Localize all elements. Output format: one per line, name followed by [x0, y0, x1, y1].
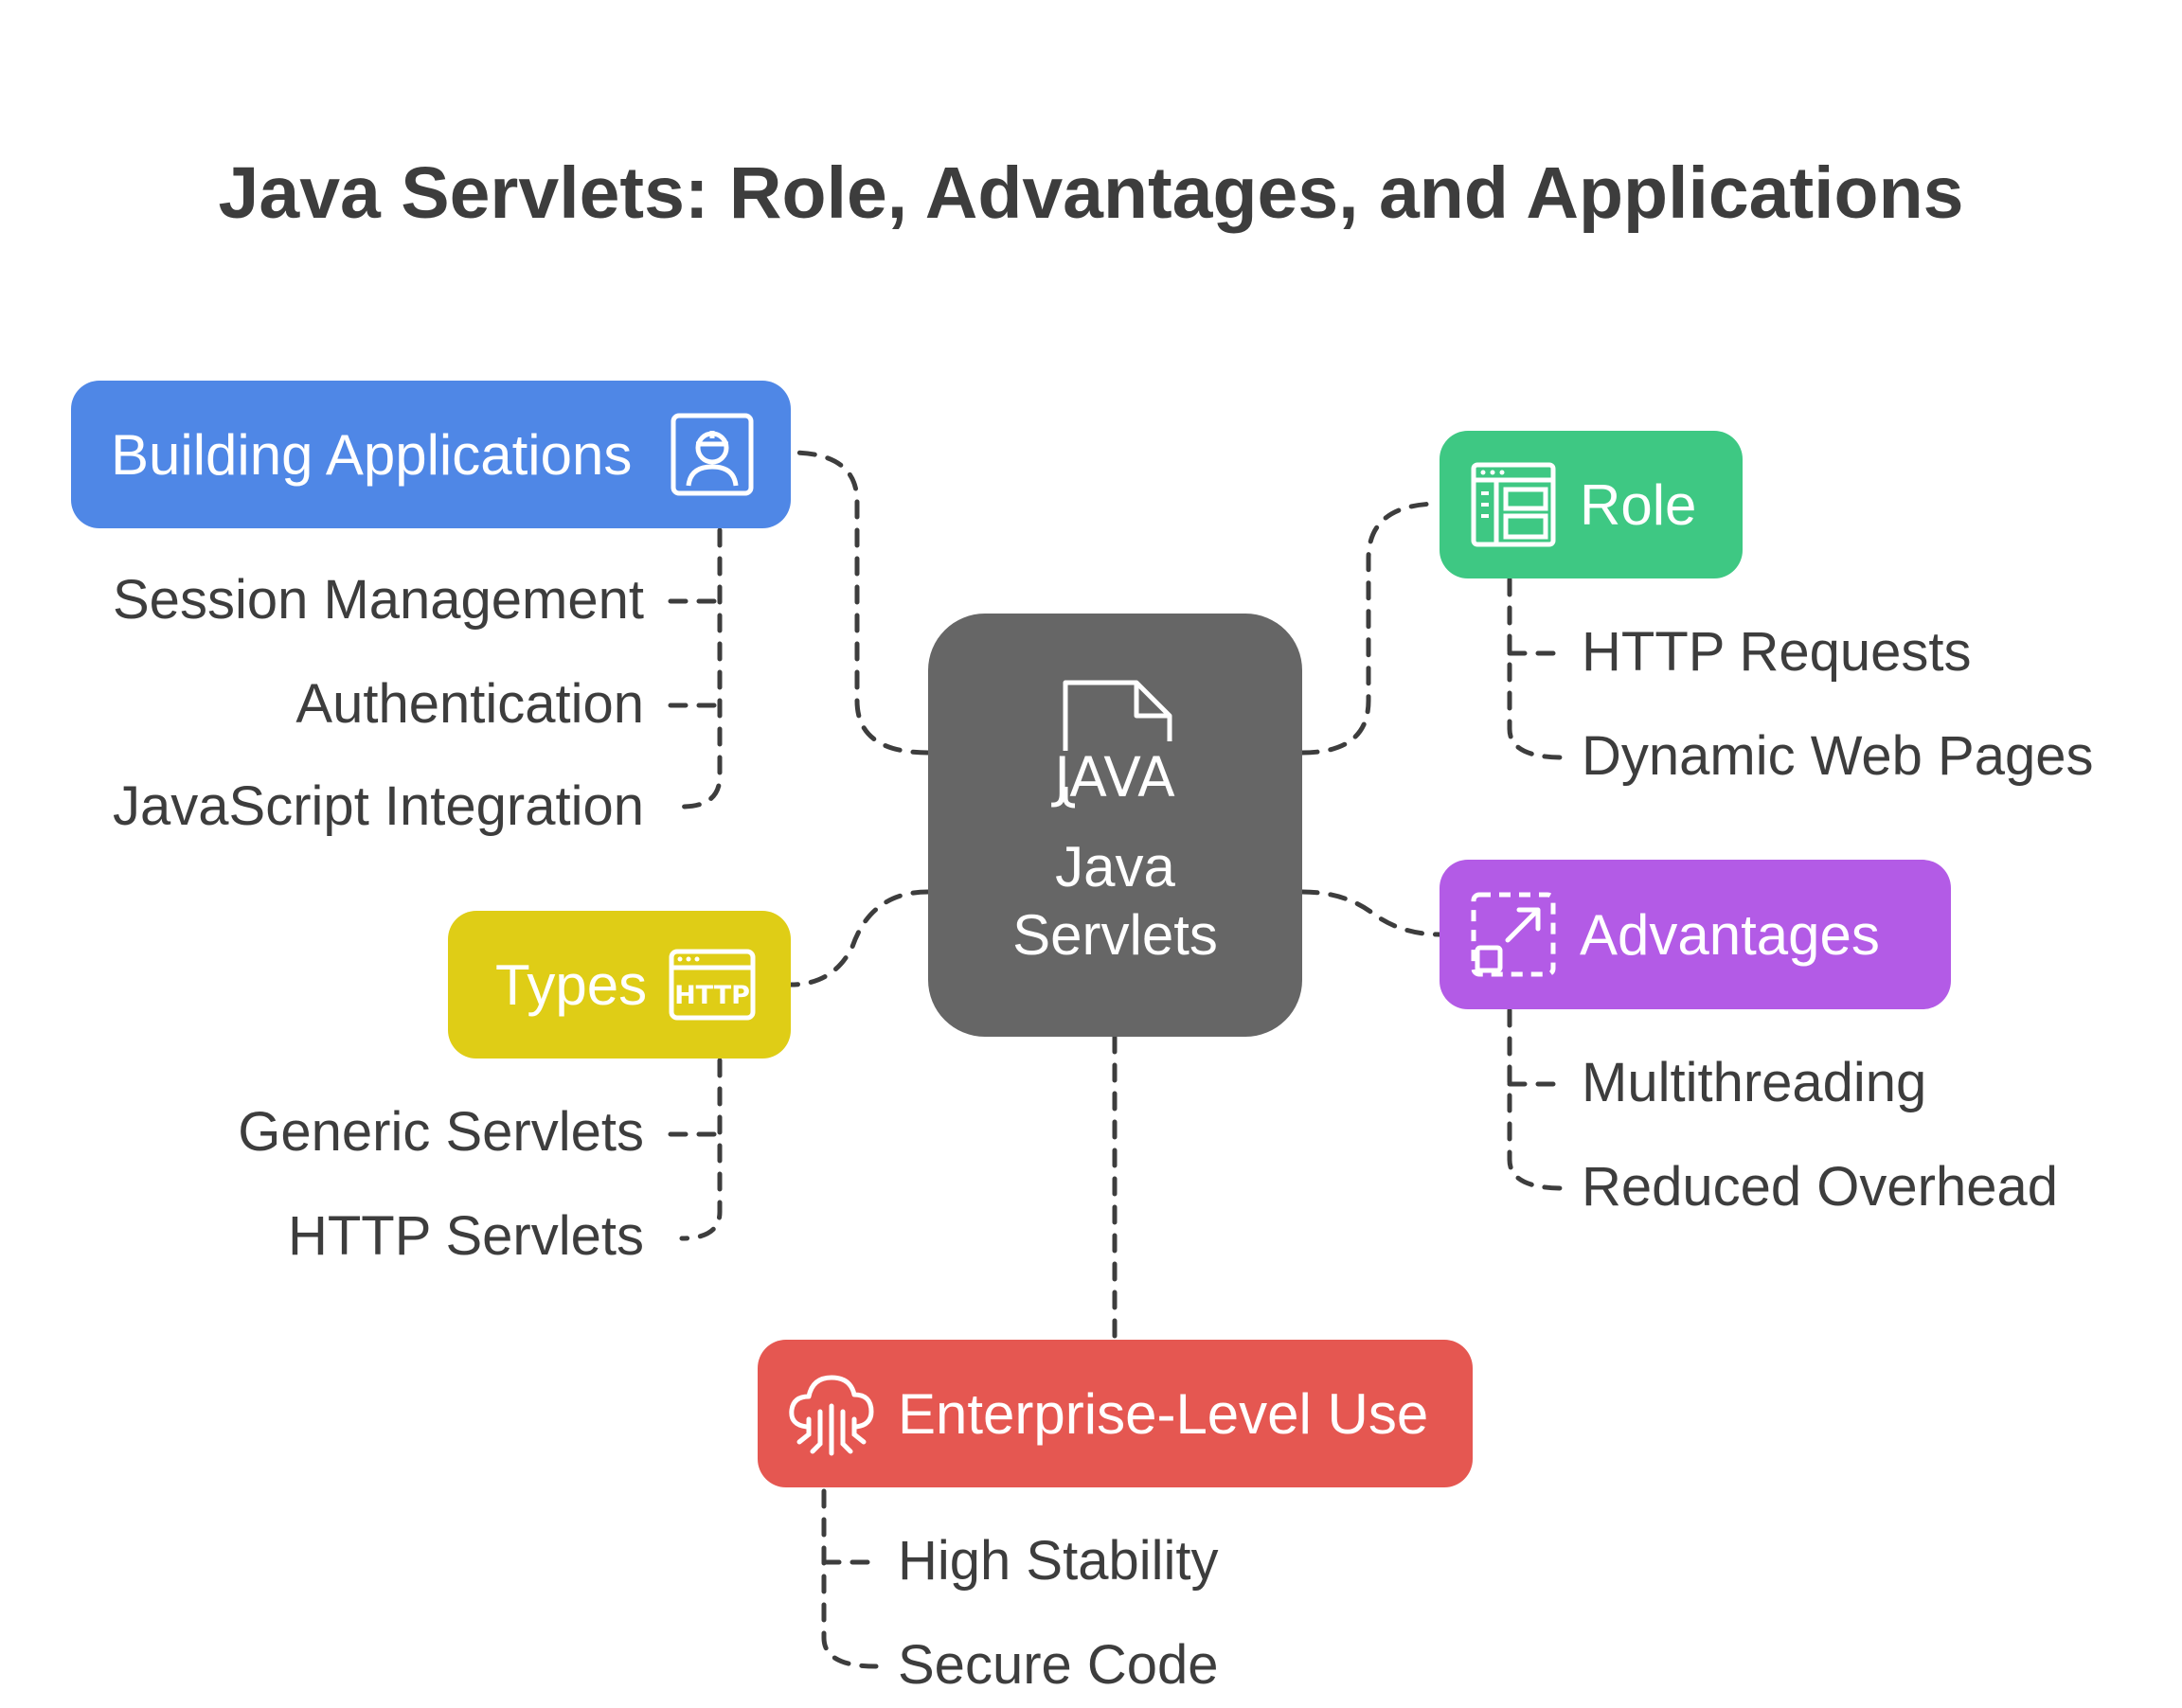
center-label-line1: Java	[1055, 835, 1175, 898]
types-item-generic-servlets: Generic Servlets	[238, 1101, 644, 1163]
connector-building-trunk	[679, 527, 723, 810]
center-node: JAVA Java Servlets	[928, 614, 1302, 1037]
http-icon-text: HTTP	[674, 981, 750, 1010]
role-item-http-requests: HTTP Requests	[1582, 621, 1972, 683]
connector-role-trunk	[1507, 577, 1565, 760]
connector-types-trunk	[679, 1058, 723, 1241]
node-advantages[interactable]: Advantages	[1440, 860, 1951, 1009]
java-icon-text: JAVA	[1051, 745, 1175, 810]
advantages-item-multithreading: Multithreading	[1582, 1052, 1927, 1113]
node-enterprise-level-use[interactable]: Enterprise-Level Use	[758, 1340, 1473, 1487]
diagram-title: Java Servlets: Role, Advantages, and App…	[218, 152, 1964, 234]
node-building-applications[interactable]: Building Applications	[71, 381, 791, 528]
node-role[interactable]: Role	[1440, 431, 1743, 578]
enterprise-item-high-stability: High Stability	[898, 1530, 1219, 1592]
center-label-line2: Servlets	[1012, 903, 1218, 967]
role-item-dynamic-web-pages: Dynamic Web Pages	[1582, 725, 2094, 787]
expand-arrow-icon	[1471, 892, 1556, 977]
connector-enterprise-trunk	[821, 1488, 879, 1669]
node-types-label: Types	[495, 952, 648, 1017]
enterprise-item-secure-code: Secure Code	[898, 1634, 1219, 1696]
cloud-circuit-icon	[789, 1375, 874, 1456]
web-layout-icon	[1471, 462, 1556, 547]
http-window-icon: HTTP	[669, 949, 756, 1021]
worker-badge-icon	[671, 413, 754, 496]
building-item-session-management: Session Management	[113, 569, 644, 631]
node-advantages-label: Advantages	[1580, 902, 1880, 967]
java-file-icon: JAVA	[1051, 680, 1175, 810]
types-item-http-servlets: HTTP Servlets	[287, 1205, 644, 1267]
building-item-javascript-integration: JavaScript Integration	[113, 775, 644, 837]
connector-advantages-trunk	[1507, 1007, 1565, 1191]
node-types[interactable]: Types HTTP	[448, 911, 791, 1059]
building-item-authentication: Authentication	[295, 673, 644, 735]
connector-center-advantages	[1299, 889, 1442, 937]
connector-center-types	[788, 889, 931, 987]
advantages-item-reduced-overhead: Reduced Overhead	[1582, 1156, 2058, 1218]
connector-center-role	[1299, 501, 1442, 756]
node-building-label: Building Applications	[111, 422, 633, 487]
node-role-label: Role	[1580, 472, 1697, 537]
node-enterprise-label: Enterprise-Level Use	[898, 1381, 1429, 1446]
connector-center-building	[788, 450, 931, 756]
